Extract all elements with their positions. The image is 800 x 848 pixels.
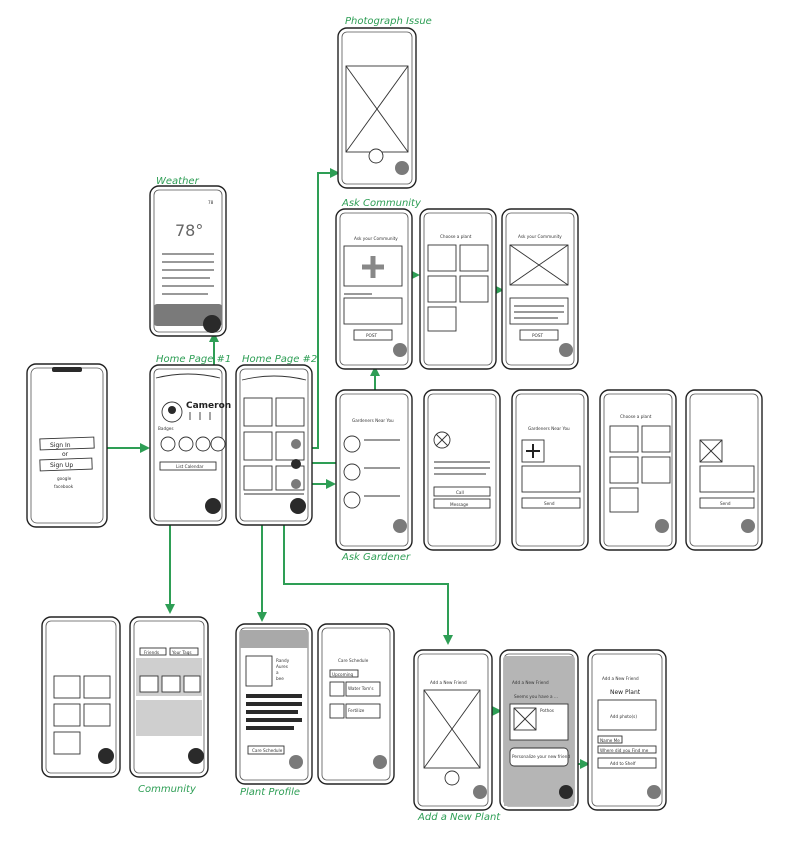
care-schedule-button-label: Care Schedule [252, 748, 283, 753]
post-button-1[interactable] [353, 329, 393, 341]
personalize-label: Personalize your new friend [512, 754, 570, 759]
care-schedule-button[interactable] [247, 745, 285, 755]
choose-plant-title-1: Choose a plant [440, 234, 472, 239]
sign-up-button[interactable] [39, 457, 93, 472]
plant-profile-label: Plant Profile [240, 787, 300, 798]
home-page-2-phone: Home Page #2 [235, 354, 317, 526]
community-phones: Community Friends Your Tags [41, 616, 209, 795]
add-to-shelf-button[interactable] [597, 757, 657, 769]
badges-label: Badges [158, 426, 174, 431]
ask-gardener-phones: Ask Gardener Gardeners Near You Call Mes… [335, 389, 763, 563]
send-label-2: Send [720, 501, 731, 506]
ask-community-title: Ask your Community [354, 236, 398, 241]
add-photos-box[interactable] [597, 699, 657, 731]
photograph-issue-label: Photograph Issue [345, 16, 432, 27]
add-photos-label: Add photo(s) [610, 714, 637, 719]
weather-phone: Weather 78° 78 [149, 176, 227, 337]
list-calendar-label: List Calendar [176, 464, 204, 469]
care-schedule-title: Care Schedule [338, 658, 369, 663]
home-page-1-phone: Home Page #1 Cameron Badges List Calenda… [149, 354, 231, 526]
photograph-issue-phone: Photograph Issue [337, 16, 432, 189]
send-button-1[interactable] [521, 497, 581, 509]
friends-tab-label: Friends [144, 650, 159, 655]
post-label-2: POST [532, 333, 543, 338]
home-page-2-label: Home Page #2 [242, 354, 317, 365]
home-page-1-label: Home Page #1 [156, 354, 231, 365]
or-label: or [62, 451, 69, 458]
where-field-label: Where did you Find me [600, 748, 649, 753]
your-tags-tab[interactable] [169, 647, 199, 656]
add-new-plant-label: Add a New Plant [417, 812, 501, 823]
add-plant-title-3: Add a New Friend [602, 676, 639, 681]
upcoming-label: Upcoming [332, 672, 353, 677]
list-calendar-button[interactable] [159, 461, 217, 471]
add-plant-title-1: Add a New Friend [430, 680, 467, 685]
plant-name: Randy [276, 658, 290, 663]
friends-tab[interactable] [139, 647, 167, 656]
your-tags-tab-label: Your Tags [171, 650, 192, 655]
plant-profile-phones: Plant Profile Randy Aures a bee Care Sch… [235, 623, 395, 798]
weather-temp: 78° [175, 221, 203, 240]
message-label: Message [450, 502, 469, 507]
user-name: Cameron [186, 401, 231, 411]
add-to-shelf-label: Add to Shelf [610, 761, 636, 766]
gardeners-title-1: Gardeners Near You [352, 418, 394, 423]
gardeners-title-3: Gardeners Near You [528, 426, 570, 431]
message-button[interactable] [433, 498, 491, 509]
add-new-plant-phones: Add a New Plant Add a New Friend Add a N… [413, 649, 667, 823]
choose-plant-title-2: Choose a plant [620, 414, 652, 419]
new-plant-heading: New Plant [610, 689, 641, 696]
task-1-label: Water Tom's [348, 686, 374, 691]
sign-in-button[interactable] [39, 436, 95, 451]
call-button[interactable] [433, 486, 491, 497]
name-field[interactable] [597, 735, 623, 744]
weather-label: Weather [156, 176, 200, 187]
sign-up-label: Sign Up [50, 462, 73, 469]
ask-community-phones: Ask Community Ask your Community POST Ch… [335, 198, 579, 370]
post-button-2[interactable] [519, 329, 559, 341]
add-plant-title-2: Add a New Friend [512, 680, 549, 685]
plant-type-label: Pothos [540, 708, 554, 713]
plant-sub-1: Aures [276, 664, 288, 669]
login-phone: Sign In or Sign Up google facebook [26, 363, 108, 528]
post-label-1: POST [366, 333, 377, 338]
plant-sub-2: a [276, 670, 279, 675]
seems-label: Seems you have a ... [514, 694, 558, 699]
community-label: Community [138, 784, 197, 795]
send-button-2[interactable] [699, 497, 755, 509]
facebook-label[interactable]: facebook [54, 484, 74, 489]
plant-sub-3: bee [276, 676, 284, 681]
ask-community-title-2: Ask your Community [518, 234, 562, 239]
task-2-label: Fertilize [348, 708, 365, 713]
send-label-1: Send [544, 501, 555, 506]
weather-badge: 78 [208, 200, 214, 205]
where-field[interactable] [597, 745, 657, 754]
name-field-label: Name Me [600, 738, 620, 743]
call-label: Call [456, 490, 464, 495]
sign-in-label: Sign In [50, 442, 71, 449]
ask-community-label: Ask Community [341, 198, 422, 209]
google-label[interactable]: google [57, 476, 72, 481]
ask-gardener-label: Ask Gardener [341, 552, 411, 563]
personalize-button[interactable] [509, 747, 569, 767]
